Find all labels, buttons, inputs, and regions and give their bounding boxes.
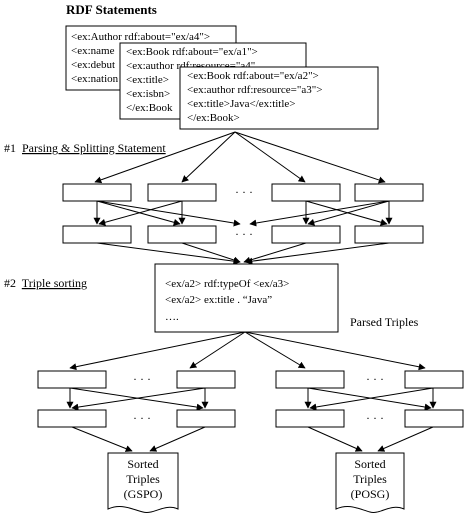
card-line: <ex:debut [71, 59, 115, 71]
sort-box [404, 370, 464, 389]
sort-left-row-2: · · · [37, 409, 236, 428]
splitter-box [271, 183, 341, 202]
card-line: <ex:name [71, 45, 115, 57]
doc-line: (GSPO) [124, 487, 163, 501]
section2-label: #2 Triple sorting [4, 276, 87, 290]
splitter-box [147, 183, 217, 202]
card-line: <ex:isbn> [126, 88, 170, 100]
document-gspo: Sorted Triples (GSPO) [107, 452, 179, 513]
sort-box [275, 370, 345, 389]
card-line: </ex:Book [126, 102, 173, 114]
triple-line: …. [165, 311, 179, 323]
doc-line: Sorted [354, 457, 385, 471]
card-line: <ex:title> [126, 74, 169, 86]
splitter-box [354, 225, 424, 244]
splitter-box [271, 225, 341, 244]
sort-box [275, 409, 345, 428]
document-icon [107, 452, 179, 513]
section2-number: #2 [4, 276, 16, 290]
card-line: <ex:Book rdf:about="ex/a2"> [187, 70, 319, 82]
document-arrows [71, 426, 434, 452]
splitter-box [354, 183, 424, 202]
splitter-box [62, 225, 132, 244]
card-line: <ex:title>Java</ex:title> [187, 98, 296, 110]
document-posg: Sorted Triples (POSG) [335, 452, 405, 513]
sort-fanout-arrows [69, 331, 426, 371]
sort-right-shuffle-arrows [304, 387, 437, 411]
triple-line: <ex/a2> rdf:typeOf <ex/a3> [165, 278, 289, 290]
card-line: <ex:Book rdf:about="ex/a1"> [126, 46, 258, 58]
doc-line: Triples [353, 472, 387, 486]
sort-left-shuffle-arrows [66, 387, 209, 411]
sort-box [37, 409, 107, 428]
section2-title: Triple sorting [22, 276, 87, 290]
ellipsis: · · · [133, 411, 151, 425]
card-line: <ex:nation [71, 73, 119, 85]
card-line: <ex:Author rdf:about="ex/a4"> [71, 31, 210, 43]
parsed-triples-caption: Parsed Triples [350, 315, 419, 329]
splitter-box [62, 183, 132, 202]
document-icon [335, 452, 405, 513]
sort-right-row-2: · · · [275, 409, 464, 428]
sort-box [37, 370, 107, 389]
splitter-row-1: · · · [62, 183, 424, 202]
sort-box [404, 409, 464, 428]
doc-line: Sorted [127, 457, 158, 471]
ellipsis: · · · [235, 227, 253, 241]
section1-label: #1 Parsing & Splitting Statement [4, 141, 166, 155]
card-line: </ex:Book> [187, 112, 240, 124]
sort-box [176, 370, 236, 389]
card-line: <ex:author rdf:resource="a3"> [187, 84, 322, 96]
splitter-box [147, 225, 217, 244]
sort-left-row-1: · · · [37, 370, 236, 389]
diagram-title: RDF Statements [66, 2, 157, 17]
section1-title: Parsing & Splitting Statement [22, 141, 166, 155]
ellipsis: · · · [366, 411, 384, 425]
splitter-row-2: · · · [62, 225, 424, 244]
doc-line: Triples [126, 472, 160, 486]
triple-line: <ex/a2> ex:title . “Java” [165, 294, 272, 306]
sort-right-row-1: · · · [275, 370, 464, 389]
shuffle-arrows [93, 200, 393, 227]
parsed-triples-box: <ex/a2> rdf:typeOf <ex/a3> <ex/a2> ex:ti… [154, 263, 339, 333]
ellipsis: · · · [133, 372, 151, 386]
rdf-card-book-a2: <ex:Book rdf:about="ex/a2"> <ex:author r… [179, 66, 379, 130]
merge-arrows [96, 242, 390, 265]
ellipsis: · · · [366, 372, 384, 386]
split-arrows [94, 131, 386, 184]
section1-number: #1 [4, 141, 16, 155]
doc-line: (POSG) [351, 487, 390, 501]
ellipsis: · · · [235, 185, 253, 199]
sort-box [176, 409, 236, 428]
